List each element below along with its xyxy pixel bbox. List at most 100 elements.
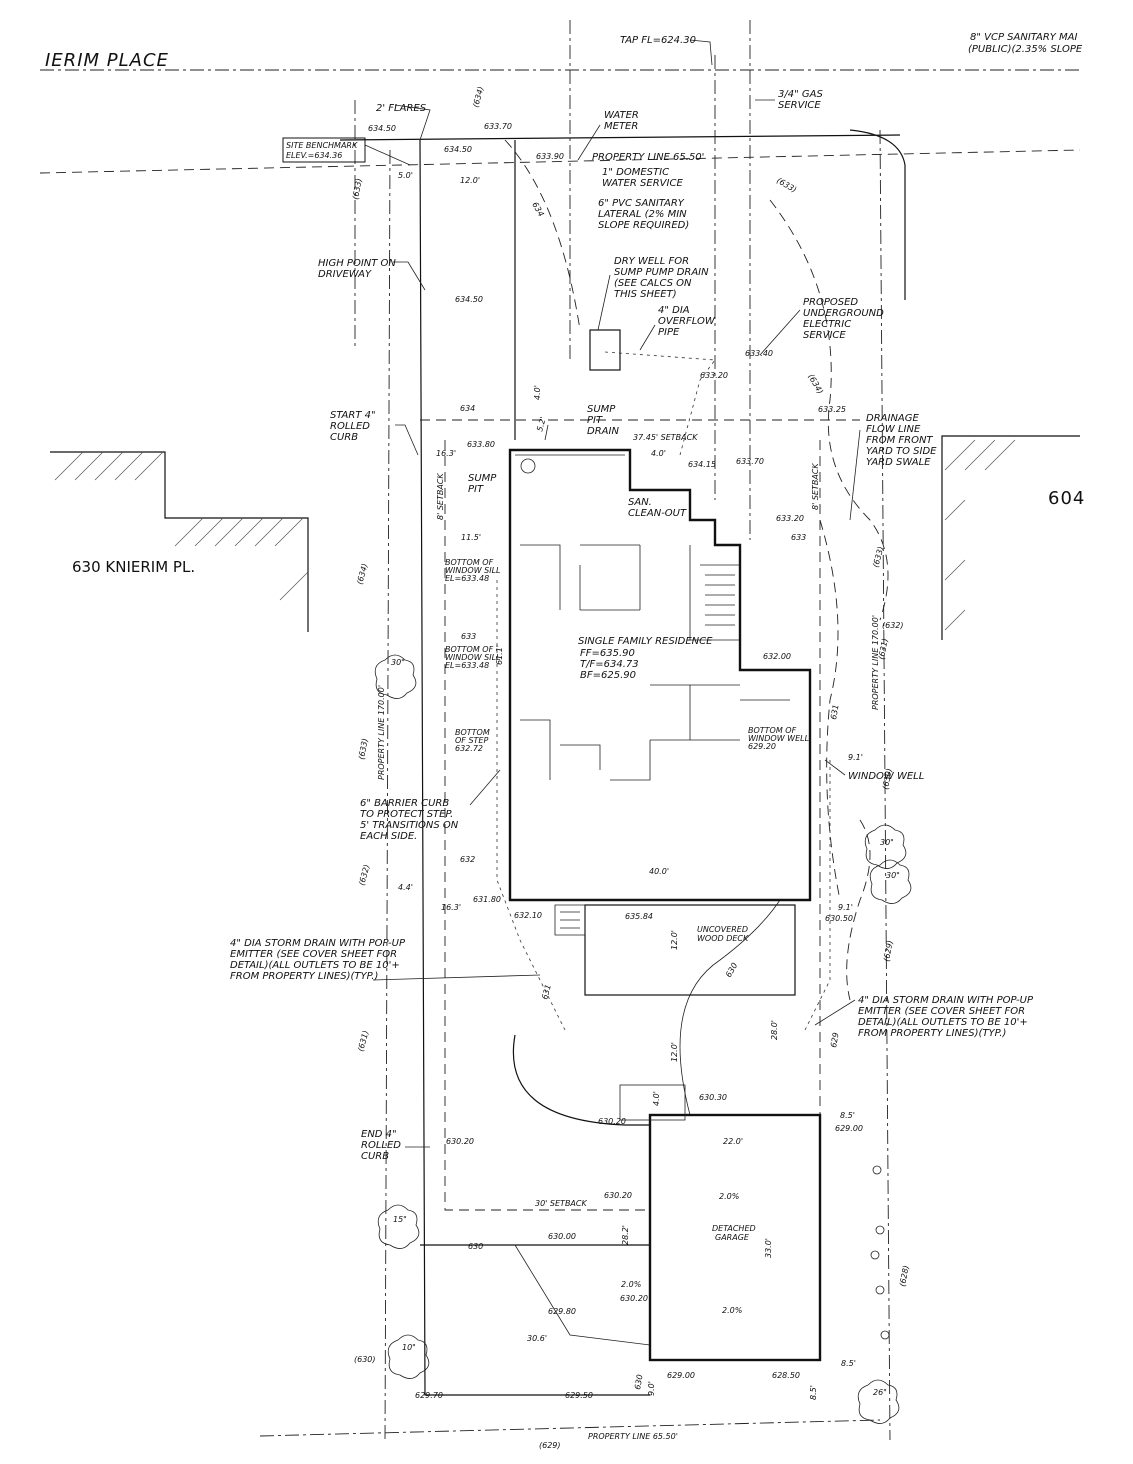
contour-634 <box>504 139 581 331</box>
window-well-label: WINDOW WELL <box>848 771 924 782</box>
neighbor-building-left <box>50 451 309 632</box>
spot-elevation: 630.20 <box>446 1137 474 1146</box>
spot-elevation: 634 <box>460 404 475 413</box>
dry-well-4: THIS SHEET) <box>614 289 677 300</box>
spot-elevation: 630.30 <box>699 1093 727 1102</box>
spot-elevation: 632.00 <box>763 652 791 661</box>
gas-service-label-2: SERVICE <box>778 100 821 111</box>
driveway-split <box>514 1244 651 1346</box>
contour-633 <box>769 199 889 621</box>
spot-elevation: 633.20 <box>700 371 728 380</box>
water-service-2: WATER SERVICE <box>602 178 683 189</box>
street-name: IERIM PLACE <box>45 50 169 71</box>
property-line-front-label: PROPERTY LINE 65.50' <box>592 152 704 163</box>
dimension: 11.5' <box>461 533 481 542</box>
dry-well-1: DRY WELL FOR <box>614 256 689 267</box>
storm-left-2: EMITTER (SEE COVER SHEET FOR <box>230 949 397 960</box>
spot-elevation: 629.00 <box>667 1371 695 1380</box>
spot-elevation: 634.50 <box>444 145 472 154</box>
electric-2: UNDERGROUND <box>803 308 884 319</box>
spot-elevation: 632 <box>460 855 475 864</box>
contour-label: (633) <box>775 176 798 195</box>
tap-elevation: TAP FL=624.30 <box>620 35 696 46</box>
spot-elevation: 630.20 <box>604 1191 632 1200</box>
contour-label: (633) <box>351 178 364 201</box>
tree-label: 30" <box>886 871 900 880</box>
storm-left-4: FROM PROPERTY LINES)(TYP.) <box>230 971 378 982</box>
spot-elevation: 633.20 <box>776 514 804 523</box>
contour-label: 630 <box>724 961 739 979</box>
spot-elevation: 631.80 <box>473 895 501 904</box>
window-sill-1b: WINDOW SILL <box>445 566 501 575</box>
street-centerline <box>39 149 1081 174</box>
contour-label: (631) <box>356 1029 370 1052</box>
pvc-lateral-2: LATERAL (2% MIN <box>598 209 687 220</box>
spot-elevation: 633.70 <box>484 122 512 131</box>
spot-elevation: 629.00 <box>835 1124 863 1133</box>
contour-label: (630) <box>881 768 894 791</box>
dimension: 9.1' <box>838 903 853 912</box>
spot-elevation: 629.80 <box>548 1307 576 1316</box>
slope-label: 2.0% <box>719 1192 739 1201</box>
contour-label: 630 <box>633 1374 645 1391</box>
overflow-3: PIPE <box>658 327 680 338</box>
spot-elevation: 633.80 <box>467 440 495 449</box>
spot-elevation: 628.50 <box>772 1371 800 1380</box>
property-line-right-label: PROPERTY LINE 170.00' <box>871 615 880 710</box>
pvc-lateral-3: SLOPE REQUIRED) <box>598 220 689 231</box>
tree-30-right-a <box>864 824 907 869</box>
drainage-3: FROM FRONT <box>866 435 933 446</box>
window-well-1: BOTTOM OF <box>748 726 797 735</box>
contour-label: (634) <box>471 85 485 108</box>
contour-label: (634) <box>355 562 369 585</box>
contour-631 <box>846 819 871 1001</box>
house-title: SINGLE FAMILY RESIDENCE <box>578 636 713 647</box>
dimension: 5.2' <box>535 416 548 433</box>
tree-label: 30" <box>391 658 405 667</box>
drainage-4: YARD TO SIDE <box>866 446 937 457</box>
contour-label: 629 <box>829 1032 841 1049</box>
dimension: 8.5' <box>840 1111 855 1120</box>
sanitary-main-label-2: (PUBLIC)(2.35% SLOPE <box>968 44 1083 55</box>
storm-left-1: 4" DIA STORM DRAIN WITH POP-UP <box>230 938 406 949</box>
spot-elevation: 630.00 <box>548 1232 576 1241</box>
setback-side-right-label: 8' SETBACK <box>811 463 820 510</box>
contour-label: 631 <box>829 704 841 721</box>
spot-elevation: 633.90 <box>536 152 564 161</box>
spot-elevation: 629.70 <box>415 1391 443 1400</box>
neighbor-address: 630 KNIERIM PL. <box>72 558 195 576</box>
contour-632 <box>819 519 841 901</box>
tree-26 <box>857 1379 900 1424</box>
dimension: 33.0' <box>764 1238 773 1258</box>
dry-well-3: (SEE CALCS ON <box>614 278 692 289</box>
dimension: 12.0' <box>670 1042 679 1062</box>
rolled-curb-start-3: CURB <box>330 432 358 443</box>
garage-stoop <box>619 1084 686 1121</box>
contour-label: (629) <box>882 940 895 963</box>
tree-label: 10" <box>402 1343 416 1352</box>
gas-service-label-1: 3/4" GAS <box>778 89 823 100</box>
rolled-curb-end-1: END 4" <box>361 1129 397 1140</box>
spot-elevation: 634.50 <box>368 124 396 133</box>
property-line-right <box>879 129 891 1441</box>
spot-elevation: 630 <box>468 1242 483 1251</box>
storm-right-4: FROM PROPERTY LINES)(TYP.) <box>858 1028 1006 1039</box>
water-meter-2: METER <box>604 121 638 132</box>
tree-10 <box>387 1334 430 1379</box>
neighbor-building-right <box>941 435 1080 640</box>
slope-label: 2.0% <box>621 1280 641 1289</box>
house-bf: BF=625.90 <box>580 670 636 681</box>
benchmark-label-1: SITE BENCHMARK <box>286 141 358 150</box>
contour-label: (632) <box>882 621 904 630</box>
window-sill-2b: WINDOW SILL <box>445 653 501 662</box>
pvc-lateral-1: 6" PVC SANITARY <box>598 198 685 209</box>
dimension: 12.0' <box>460 176 480 185</box>
curb-return <box>849 129 906 300</box>
bottom-step-3: 632.72 <box>455 744 483 753</box>
spot-elevation: 633.25 <box>818 405 846 414</box>
tree-30-left <box>374 654 417 699</box>
spot-elevation: 633.40 <box>745 349 773 358</box>
water-meter-1: WATER <box>604 110 639 121</box>
dimension: 9.0' <box>647 1381 656 1396</box>
contour-label: (633) <box>357 738 370 761</box>
